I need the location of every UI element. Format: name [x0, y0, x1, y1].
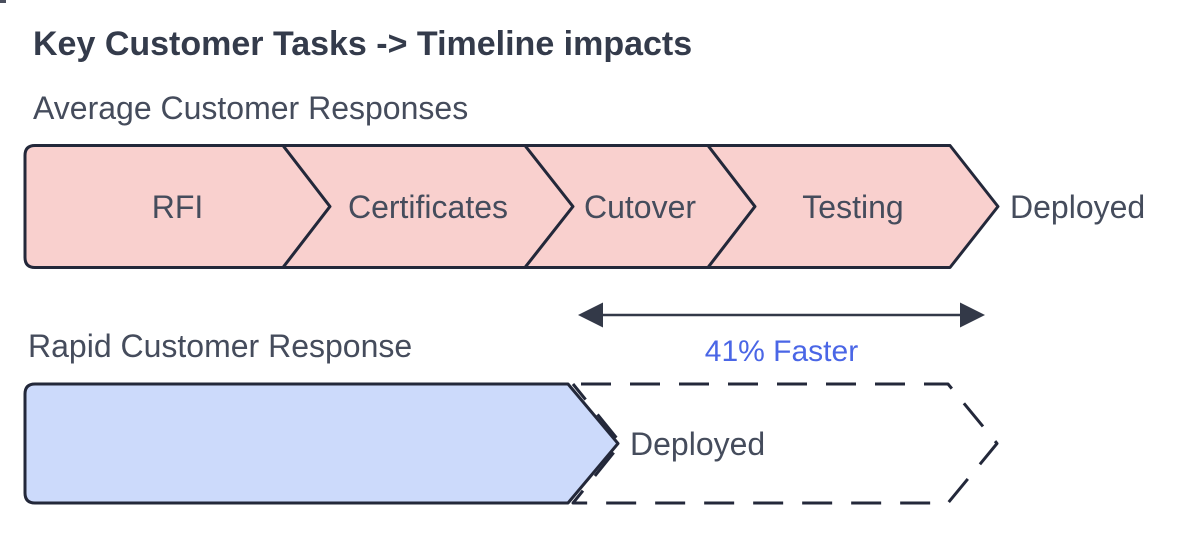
page-title: Key Customer Tasks -> Timeline impacts	[33, 25, 693, 63]
screen-edge-artifact	[0, 0, 6, 3]
time-saved-annotation: 41% Faster	[704, 335, 859, 368]
average-deployed-label: Deployed	[1010, 188, 1146, 225]
time-saved-arrow	[578, 302, 985, 328]
rapid-stage-shape	[23, 382, 620, 505]
arrowhead-left	[578, 302, 603, 328]
stage-shape-rfi	[23, 144, 332, 269]
stage-shape-testing	[706, 144, 1000, 269]
rapid-row-label: Rapid Customer Response	[28, 328, 413, 364]
skipped-stages-dashed-shape	[571, 382, 999, 505]
rapid-deployed-label: Deployed	[630, 425, 766, 462]
arrowhead-right	[960, 302, 985, 328]
average-row-label: Average Customer Responses	[33, 90, 469, 126]
